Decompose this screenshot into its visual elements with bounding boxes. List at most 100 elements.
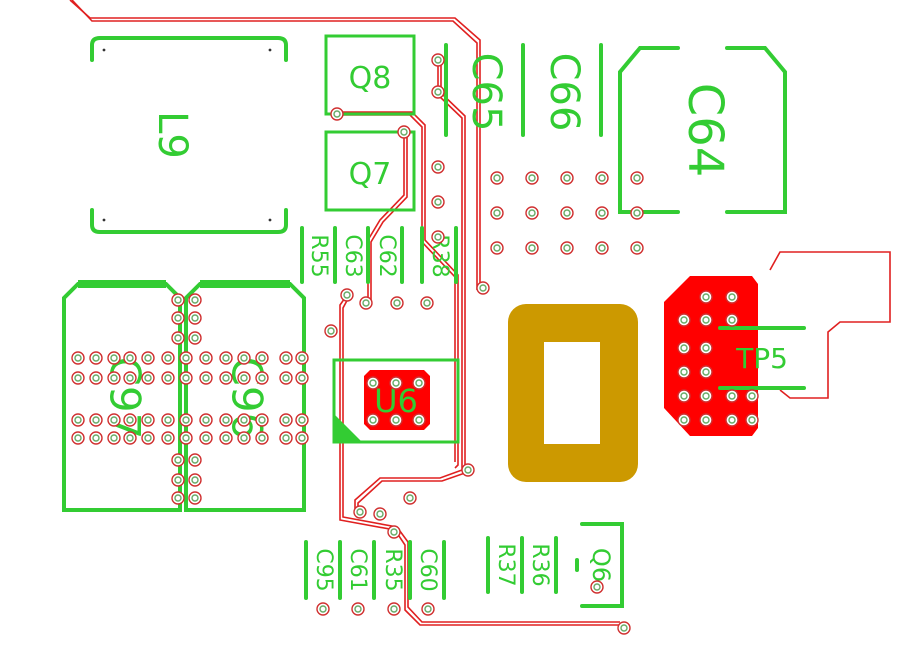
via: [255, 431, 269, 445]
via: [237, 431, 251, 445]
via: [420, 296, 434, 310]
via: [595, 171, 609, 185]
via: [199, 351, 213, 365]
q8-label: Q8: [349, 61, 392, 96]
via: [188, 311, 202, 325]
via: [387, 525, 401, 539]
via: [141, 351, 155, 365]
via: [71, 431, 85, 445]
via: [107, 431, 121, 445]
via: [107, 351, 121, 365]
via: [71, 351, 85, 365]
via: [490, 206, 504, 220]
via: [123, 413, 137, 427]
via: [237, 351, 251, 365]
via: [431, 160, 445, 174]
via: [630, 171, 644, 185]
via: [89, 371, 103, 385]
via: [677, 341, 691, 355]
transistor-q6: Q6: [575, 522, 624, 608]
via: [699, 313, 713, 327]
via: [89, 413, 103, 427]
via: [461, 463, 475, 477]
via: [107, 371, 121, 385]
via: [431, 85, 445, 99]
c62-label: C62: [374, 234, 399, 277]
capacitor-c65: C65: [444, 43, 525, 137]
via: [590, 580, 604, 594]
via: [595, 206, 609, 220]
via: [630, 241, 644, 255]
capacitor-c64: C64: [618, 46, 787, 214]
via: [490, 171, 504, 185]
via: [373, 507, 387, 521]
via: [188, 293, 202, 307]
transistor-q7: Q7: [324, 130, 416, 212]
via: [366, 376, 380, 390]
via: [171, 311, 185, 325]
via: [199, 371, 213, 385]
via: [188, 453, 202, 467]
l9-label: L9: [149, 111, 195, 159]
via: [725, 290, 739, 304]
via: [725, 389, 739, 403]
via: [161, 351, 175, 365]
via: [123, 371, 137, 385]
via: [324, 324, 338, 338]
via: [490, 241, 504, 255]
via: [595, 241, 609, 255]
via: [725, 313, 739, 327]
ic-u6: U6: [332, 358, 460, 444]
via: [295, 351, 309, 365]
via: [295, 413, 309, 427]
via: [179, 431, 193, 445]
via: [237, 413, 251, 427]
via: [71, 413, 85, 427]
via: [171, 491, 185, 505]
via: [353, 505, 367, 519]
via: [351, 602, 365, 616]
via: [397, 125, 411, 139]
via: [141, 413, 155, 427]
via: [677, 365, 691, 379]
via: [171, 331, 185, 345]
gold-test-pad: [508, 304, 638, 482]
via: [745, 389, 759, 403]
c61-label: C61: [345, 548, 370, 591]
via: [340, 288, 354, 302]
via: [677, 313, 691, 327]
via: [141, 431, 155, 445]
via: [403, 491, 417, 505]
via: [725, 413, 739, 427]
via: [366, 413, 380, 427]
via: [171, 473, 185, 487]
via: [188, 473, 202, 487]
via: [412, 413, 426, 427]
via: [431, 195, 445, 209]
via: [295, 371, 309, 385]
tp5-label: TP5: [735, 342, 788, 375]
c96-label: C96: [223, 357, 272, 440]
via: [412, 376, 426, 390]
q6-label: Q6: [587, 548, 615, 582]
via: [560, 241, 574, 255]
via: [107, 413, 121, 427]
via: [525, 241, 539, 255]
via: [389, 413, 403, 427]
via: [699, 389, 713, 403]
via: [279, 413, 293, 427]
via: [199, 413, 213, 427]
via: [390, 296, 404, 310]
via: [525, 171, 539, 185]
via: [123, 431, 137, 445]
via: [699, 341, 713, 355]
via: [161, 371, 175, 385]
r55-label: R55: [306, 234, 331, 277]
via: [699, 290, 713, 304]
via: [199, 431, 213, 445]
via: [255, 413, 269, 427]
q7-label: Q7: [349, 157, 392, 192]
via: [617, 621, 631, 635]
via: [161, 413, 175, 427]
